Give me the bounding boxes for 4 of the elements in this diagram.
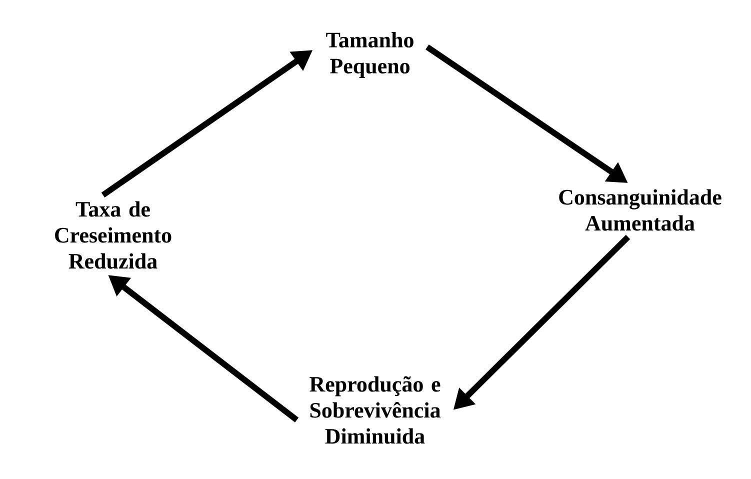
node-label: Tamanho Pequeno	[326, 32, 414, 78]
node-label: Reprodução e Sobrevivência Diminuida	[310, 376, 440, 444]
node-label: Taxa de Creseimento Reduzida	[55, 201, 172, 269]
node-label: Consanguinidade Aumentada	[559, 189, 722, 231]
